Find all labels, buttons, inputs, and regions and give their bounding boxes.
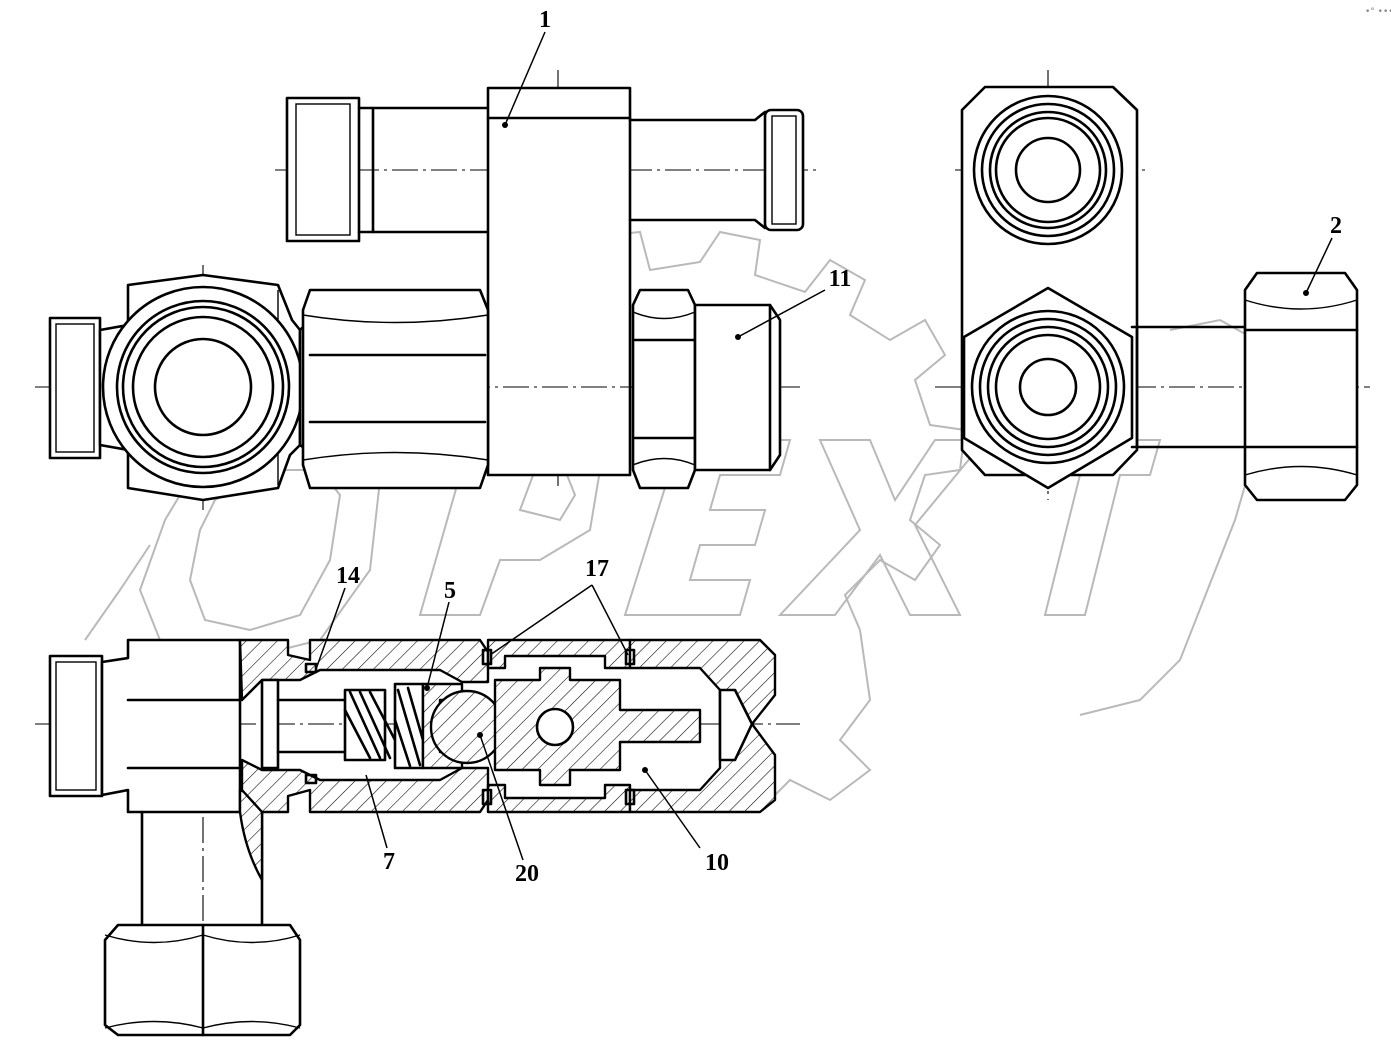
callout-7: 7 — [383, 849, 395, 875]
callout-14: 14 — [336, 563, 360, 589]
callout-20: 20 — [515, 861, 539, 887]
callout-labels: 1 2 11 14 5 17 7 20 10 •° ••• — [336, 7, 1391, 887]
callout-2: 2 — [1330, 213, 1342, 239]
top-view-body-1 — [275, 70, 820, 490]
corner-mark: •° ••• — [1365, 7, 1391, 17]
end-view-body — [935, 70, 1370, 502]
callout-17: 17 — [585, 556, 609, 582]
leader-lines — [314, 31, 1333, 861]
callout-5: 5 — [444, 578, 456, 604]
callout-11: 11 — [829, 266, 852, 292]
callout-1: 1 — [539, 7, 551, 33]
callout-10: 10 — [705, 850, 729, 876]
section-view — [35, 638, 800, 1037]
side-view-assembly — [35, 265, 800, 510]
